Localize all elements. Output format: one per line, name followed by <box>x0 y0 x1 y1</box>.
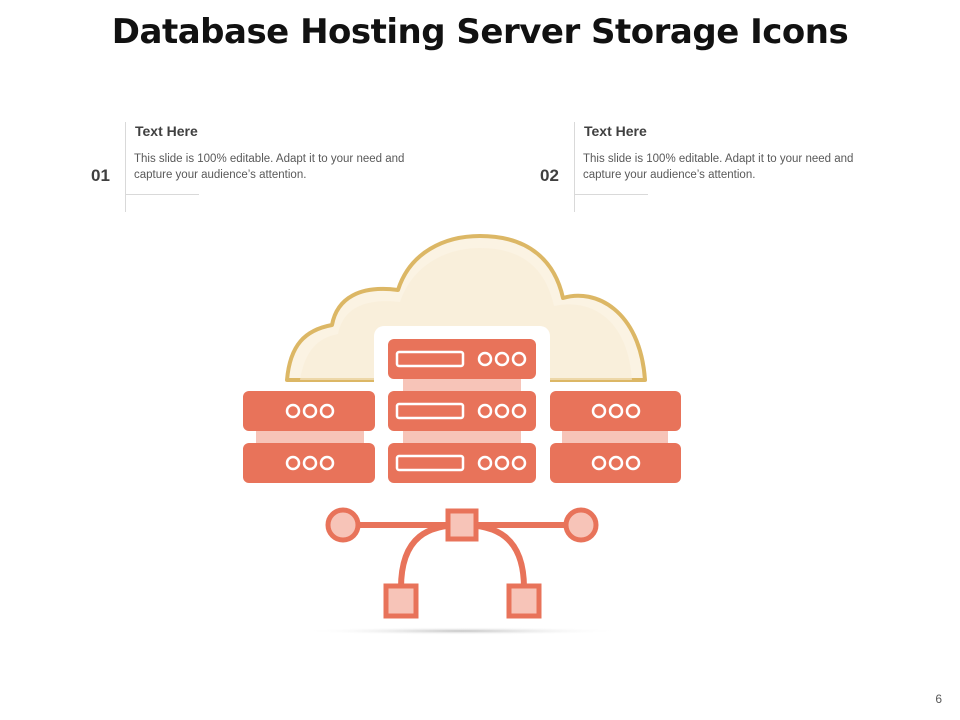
item-number: 01 <box>91 166 110 185</box>
ground-shadow <box>302 627 622 635</box>
network-node-icon <box>325 507 599 619</box>
item-description: This slide is 100% editable. Adapt it to… <box>134 153 405 181</box>
item-number: 02 <box>540 166 559 185</box>
item-heading: Text Here <box>584 123 647 139</box>
item-heading: Text Here <box>135 123 198 139</box>
divider-vertical <box>574 122 575 212</box>
divider-horizontal <box>574 194 648 195</box>
item-description: This slide is 100% editable. Adapt it to… <box>583 153 854 181</box>
server-rack-icon <box>243 391 375 483</box>
server-rack-icon <box>550 391 681 483</box>
text-block-02: 02 Text Here This slide is 100% editable… <box>540 118 900 214</box>
page-number: 6 <box>935 692 942 706</box>
divider-vertical <box>125 122 126 212</box>
slide-title: Database Hosting Server Storage Icons <box>111 12 849 52</box>
text-block-01: 01 Text Here This slide is 100% editable… <box>91 118 451 214</box>
divider-horizontal <box>125 194 199 195</box>
server-rack-icon <box>388 339 536 483</box>
